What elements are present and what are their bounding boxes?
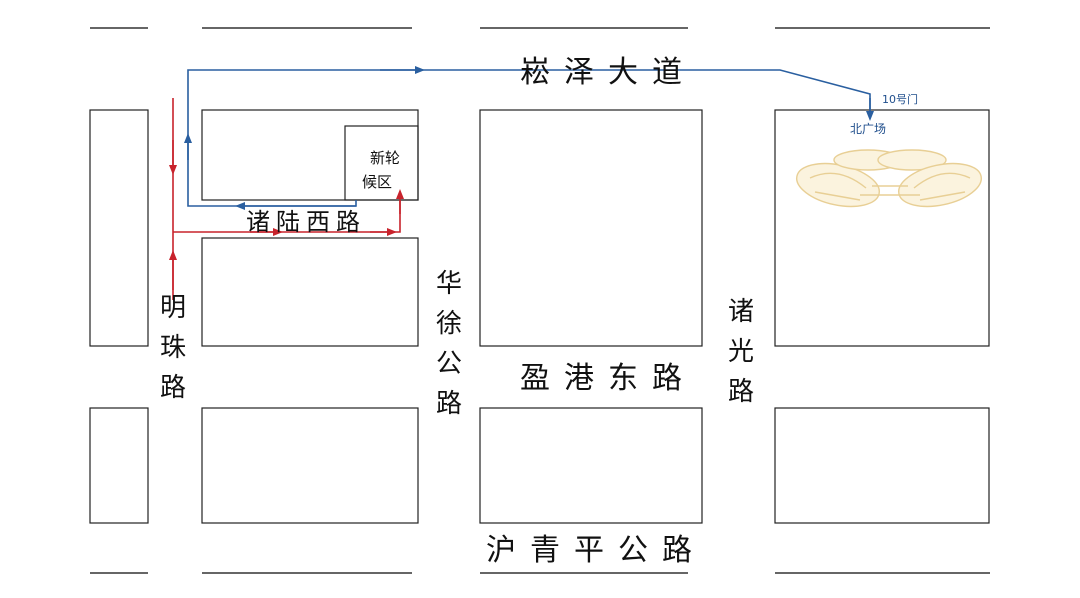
char-2: 光 bbox=[728, 337, 754, 367]
national-exhibition-center-icon bbox=[796, 149, 982, 208]
char-3: 路 bbox=[728, 377, 754, 407]
red-route bbox=[169, 98, 404, 300]
char-4: 路 bbox=[436, 389, 462, 419]
char-1: 华 bbox=[436, 269, 462, 299]
block-c-upper bbox=[774, 109, 990, 347]
road-label-huqingping: 沪青平公路 bbox=[486, 533, 706, 568]
char-3: 路 bbox=[160, 373, 186, 403]
char-2: 徐 bbox=[436, 309, 462, 339]
gate-label: 10号门 bbox=[882, 92, 918, 106]
xinlun-label: 新轮 候区 bbox=[362, 149, 405, 191]
block-b-lower bbox=[479, 407, 703, 524]
xinlun-waiting-area bbox=[344, 125, 419, 201]
blue-route bbox=[184, 66, 874, 210]
char-1: 明 bbox=[160, 293, 186, 323]
block-b-upper bbox=[479, 109, 703, 347]
block-c-lower bbox=[774, 407, 990, 524]
road-label-zhulu-west: 诸陆西路 bbox=[246, 208, 366, 236]
xinlun-line-1: 新轮 bbox=[370, 149, 400, 167]
city-blocks bbox=[89, 109, 990, 524]
block-a-bottom bbox=[201, 407, 419, 524]
road-label-yinggang-east: 盈港东路 bbox=[520, 361, 696, 396]
char-1: 诸 bbox=[728, 297, 754, 327]
xinlun-line-2: 候区 bbox=[362, 173, 392, 191]
road-label-songze: 崧泽大道 bbox=[520, 55, 696, 90]
north-plaza-label: 北广场 bbox=[850, 122, 886, 136]
road-label-mingzhu: 明 珠 路 bbox=[160, 293, 194, 403]
edge-lines bbox=[90, 27, 990, 574]
block-left-lower bbox=[89, 407, 149, 524]
road-label-zhuguang: 诸 光 路 bbox=[728, 297, 762, 407]
road-label-huaxu: 华 徐 公 路 bbox=[436, 269, 470, 419]
block-left-upper bbox=[89, 109, 149, 347]
char-3: 公 bbox=[436, 349, 462, 379]
char-2: 珠 bbox=[160, 333, 186, 363]
block-a-mid bbox=[201, 237, 419, 347]
